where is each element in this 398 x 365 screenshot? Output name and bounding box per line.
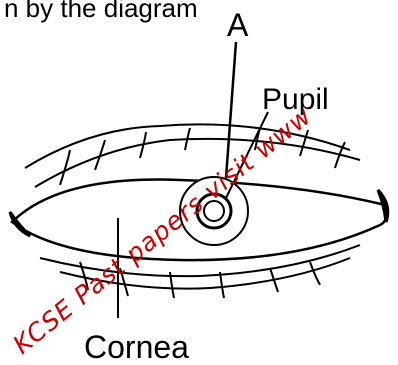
- label-a: A: [227, 7, 249, 43]
- watermark-text: KCSE Past papers visit www: [8, 101, 318, 359]
- label-cornea: Cornea: [84, 329, 189, 365]
- outer-corner: [378, 190, 388, 222]
- header-text: n by the diagram: [4, 0, 198, 23]
